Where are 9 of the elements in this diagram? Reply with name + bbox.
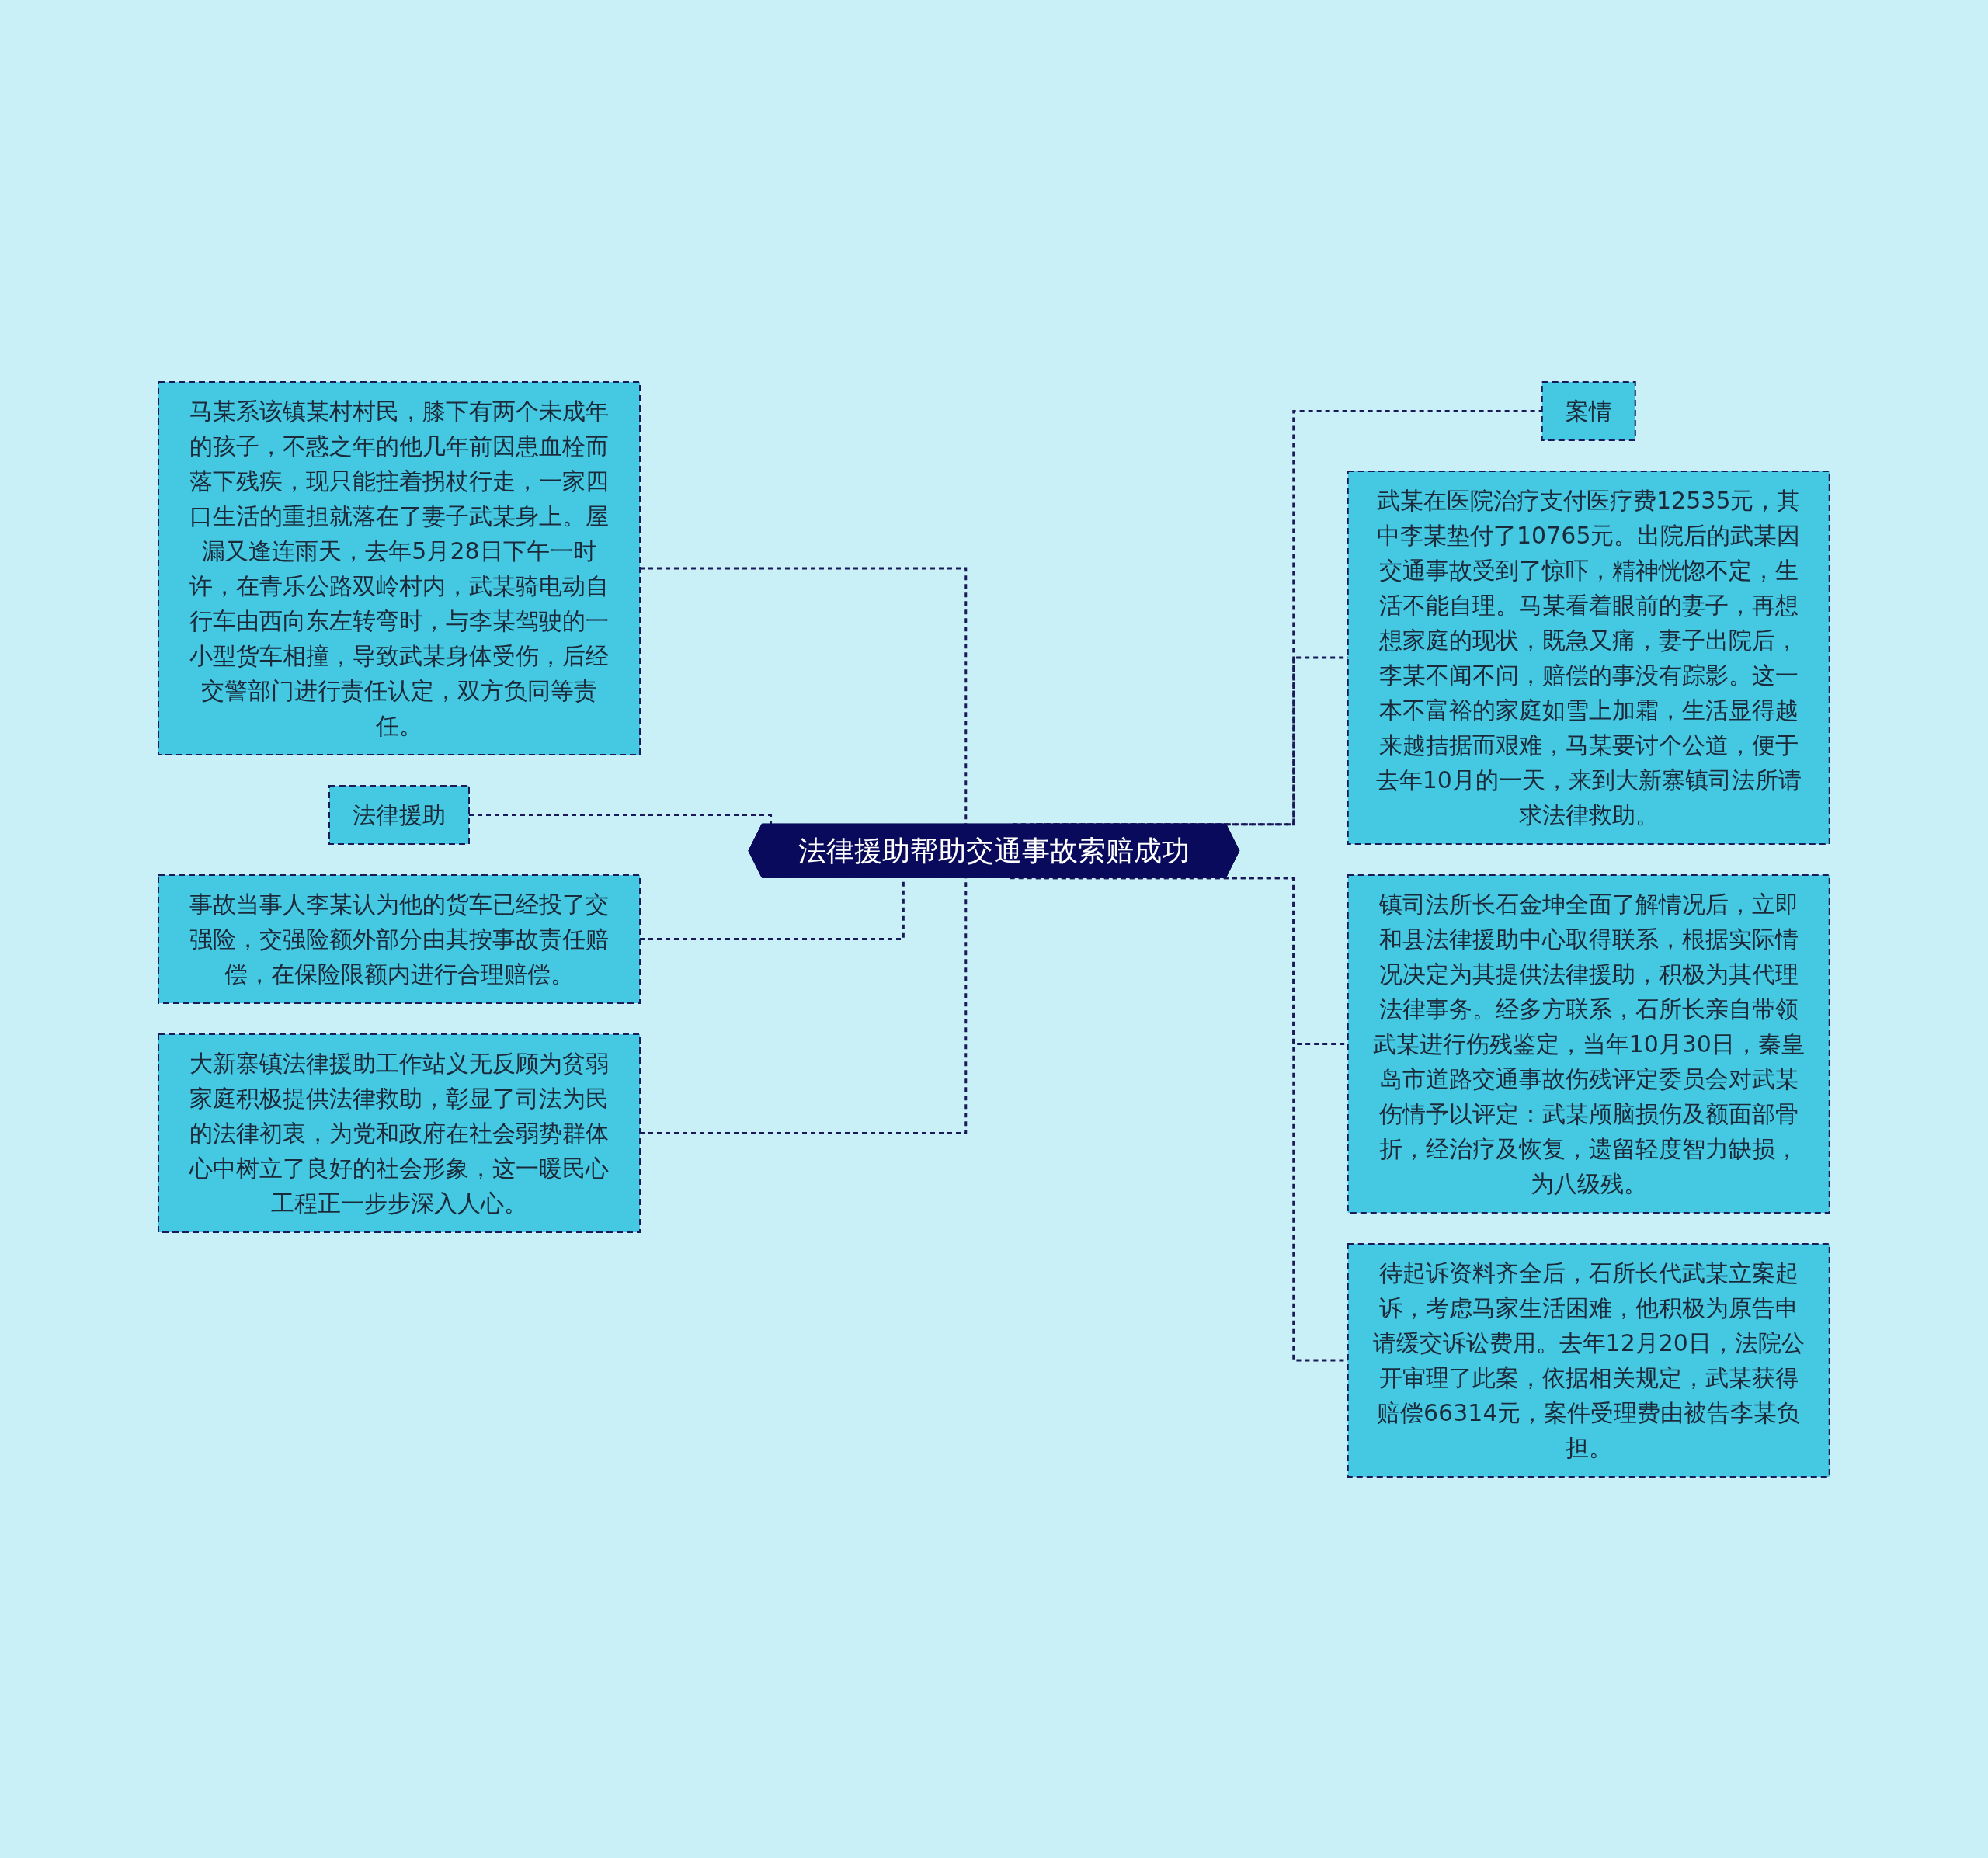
node-box: 法律援助	[328, 784, 471, 845]
node-box: 镇司法所长石金坤全面了解情况后，立即和县法律援助中心取得联系，根据实际情况决定为其提供法律援助，积极为其代理法律事务。经多方联系，石所长亲自带领武某进行伤残鉴定，当年10月30日，秦皇岛市道路交通事故伤残评定委员会对武某伤情予以评定：武某颅脑损伤及额面部骨折，经治疗及恢复，遗留轻度智力缺损，为八级残。	[1347, 873, 1830, 1214]
node-box: 大新寨镇法律援助工作站义无反顾为贫弱家庭积极提供法律救助，彰显了司法为民的法律初衷，为党和政府在社会弱势群体心中树立了良好的社会形象，这一暖民心工程正一步步深入人心。	[158, 1033, 641, 1233]
connector	[469, 813, 773, 825]
node-box: 待起诉资料齐全后，石所长代武某立案起诉，考虑马家生活困难，他积极为原告申请缓交诉讼费用。去年12月20日，法院公开审理了此案，依据相关规定，武某获得赔偿66314元，案件受理费由被告李某负担。	[1347, 1242, 1830, 1478]
node-box: 案情	[1541, 380, 1636, 441]
node-box: 马某系该镇某村村民，膝下有两个未成年的孩子，不惑之年的他几年前因患血栓而落下残疾，现只能拄着拐杖行走，一家四口生活的重担就落在了妻子武某身上。屋漏又逢连雨天，去年5月28日下午一时许，在青乐公路双岭村内，武某骑电动自行车由西向东左转弯时，与李某驾驶的一小型货车相撞，导致武某身体受伤，后经交警部门进行责任认定，双方负同等责任。	[158, 380, 641, 755]
node-box: 武某在医院治疗支付医疗费12535元，其中李某垫付了10765元。出院后的武某因交通事故受到了惊吓，精神恍惚不定，生活不能自理。马某看着眼前的妻子，再想想家庭的现状，既急又痛，妻子出院后，李某不闻不问，赔偿的事没有踪影。这一本不富裕的家庭如雪上加霜，生活显得越来越拮据而艰难，马某要讨个公道，便于去年10月的一天，来到大新寨镇司法所请求法律救助。	[1347, 470, 1830, 845]
node-box: 事故当事人李某认为他的货车已经投了交强险，交强险额外部分由其按事故责任赔偿，在保险限额内进行合理赔偿。	[158, 873, 641, 1004]
